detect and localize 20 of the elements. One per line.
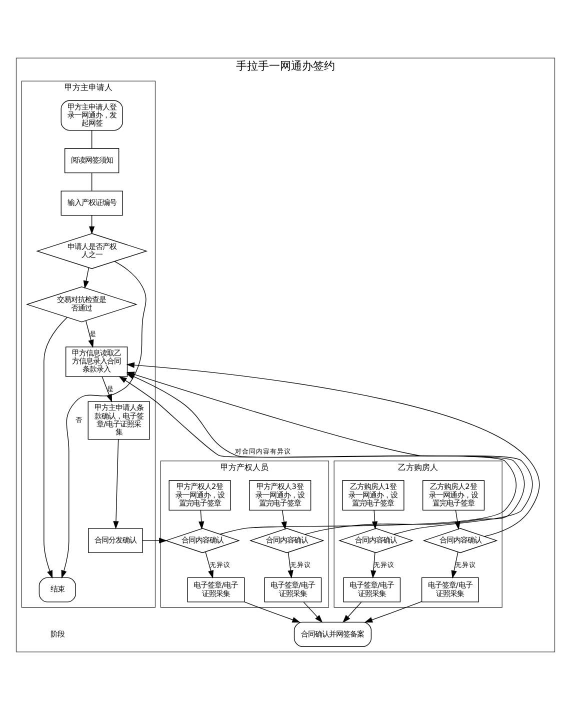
arrow xyxy=(370,552,376,579)
arrow xyxy=(451,552,458,579)
arrow xyxy=(372,510,378,530)
arrow xyxy=(244,602,300,622)
arrow xyxy=(102,376,112,402)
arrow xyxy=(142,538,168,544)
arrow xyxy=(89,215,95,234)
arrow xyxy=(113,439,119,530)
arrow xyxy=(303,602,323,623)
arrow xyxy=(44,316,68,579)
arrow xyxy=(281,510,287,530)
arrow xyxy=(61,261,146,578)
arrow xyxy=(364,601,422,623)
arrow xyxy=(198,510,204,530)
arrow xyxy=(342,602,362,623)
arrow xyxy=(205,552,214,579)
arrow xyxy=(86,320,94,348)
arrow xyxy=(288,552,294,578)
arrow xyxy=(83,268,90,289)
arrow xyxy=(454,510,460,530)
